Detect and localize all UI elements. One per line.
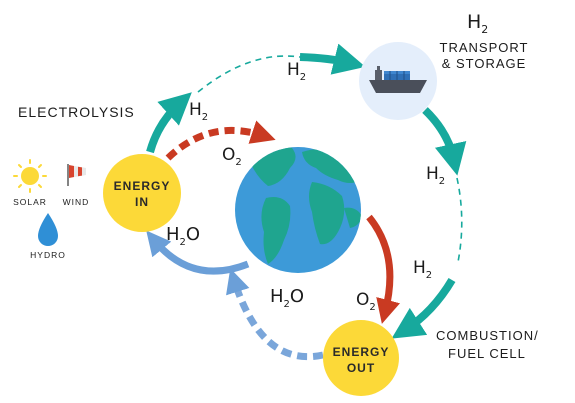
teal-dashed-right	[456, 177, 463, 263]
energy-in-line2: IN	[135, 195, 149, 209]
solar-label: SOLAR	[13, 197, 47, 207]
transport-line1: TRANSPORT	[440, 40, 529, 55]
teal-arrow-to-energy-out	[391, 277, 456, 339]
h2-flow-electrolysis: H2	[189, 100, 208, 123]
combustion-line1: COMBUSTION/	[436, 328, 539, 343]
hydro-label: HYDRO	[30, 250, 66, 260]
red-dashed-arrow-o2-release	[165, 120, 276, 161]
o2-flow-top: O2	[222, 145, 242, 168]
combustion-line2: FUEL CELL	[448, 346, 526, 361]
energy-in-ball	[103, 154, 181, 232]
h2-flow-top-arc: H2	[287, 60, 306, 83]
earth-globe	[235, 147, 361, 273]
energy-out-line1: ENERGY	[333, 345, 390, 359]
teal-arrow-from-storage	[422, 107, 467, 176]
electrolysis-label: ELECTROLYSIS	[18, 104, 135, 120]
energy-in-line1: ENERGY	[114, 179, 171, 193]
windsock-icon	[67, 164, 86, 186]
o2-flow-bottom: O2	[356, 290, 376, 313]
blue-dashed-arrow-h2o-output	[226, 268, 324, 361]
teal-arrow-energy-to-h2	[146, 92, 192, 154]
cargo-ship-icon	[369, 66, 427, 93]
energy-out-ball	[323, 320, 399, 396]
h2o-flow-left: H2O	[166, 224, 200, 248]
red-arrow-o2-consumption	[366, 214, 400, 324]
h2-title-top: H2	[467, 11, 488, 36]
h2o-flow-bottom: H2O	[270, 286, 304, 310]
h2-flow-right-upper: H2	[426, 164, 445, 187]
energy-out-line2: OUT	[347, 361, 375, 375]
h2-flow-right-lower: H2	[413, 258, 432, 281]
wind-label: WIND	[63, 197, 90, 207]
blue-arrow-h2o-input	[146, 230, 250, 275]
teal-dashed-arc-top	[197, 55, 301, 93]
sun-icon	[13, 159, 47, 193]
teal-arrow-to-storage	[299, 43, 366, 75]
transport-line2: & STORAGE	[442, 56, 527, 71]
water-drop-icon	[38, 213, 58, 246]
